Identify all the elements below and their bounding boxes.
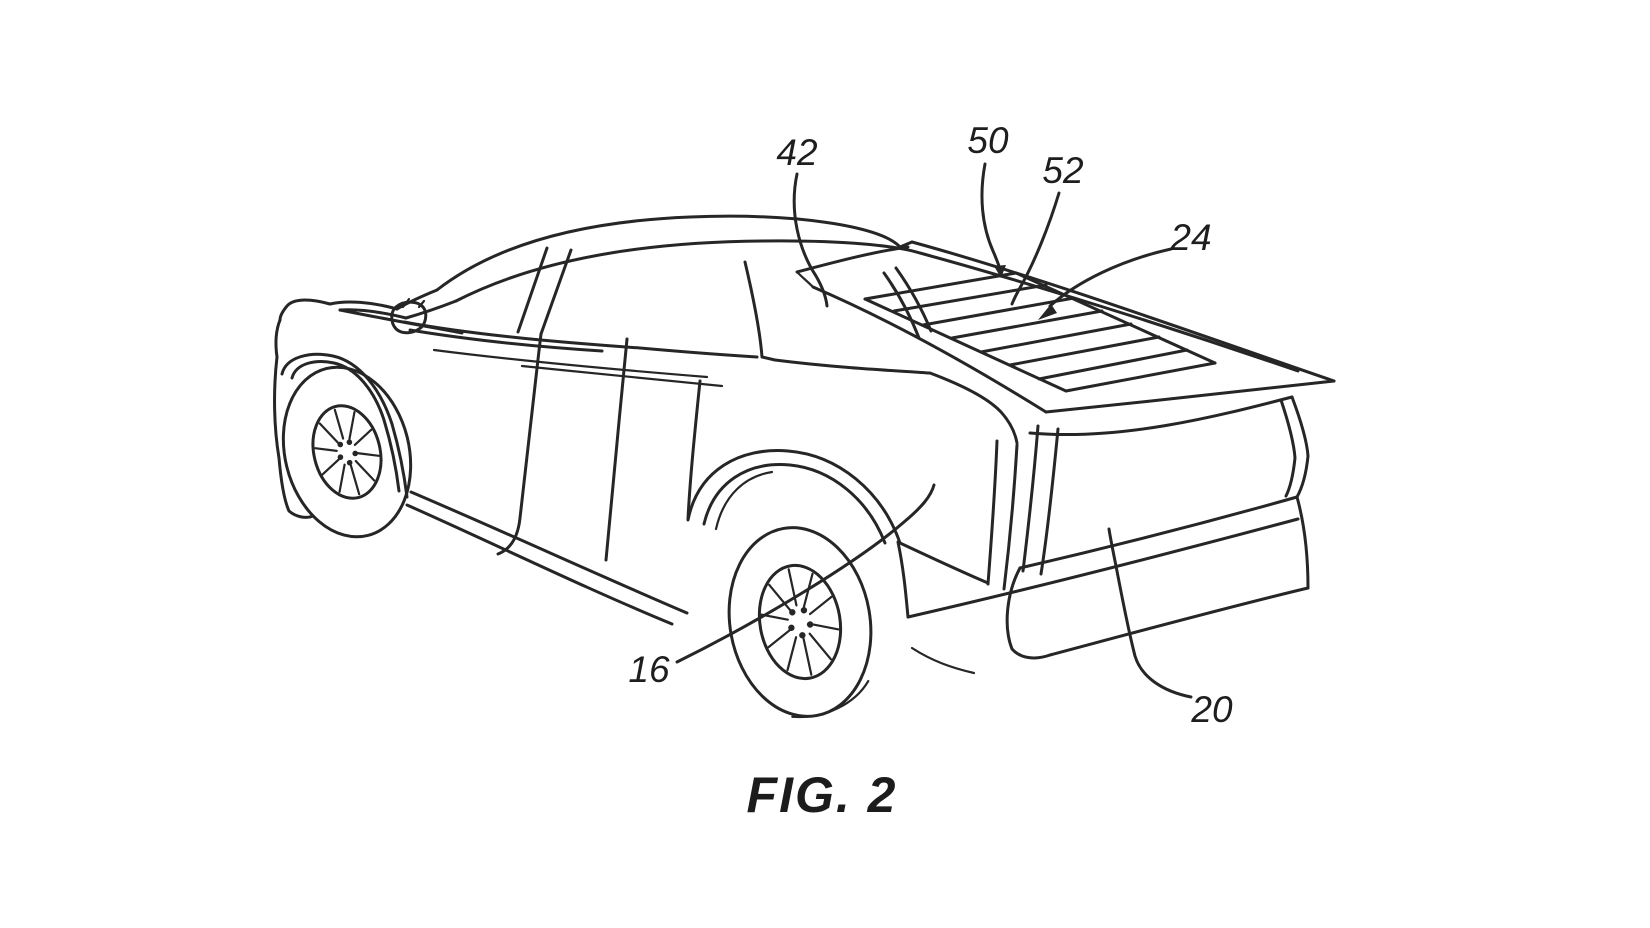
rear-arch-outer	[686, 449, 902, 545]
cover-opening-near	[863, 297, 1068, 393]
b-pillar-front	[516, 246, 549, 334]
leader-line-52	[1010, 191, 1061, 306]
front-fender	[273, 352, 409, 519]
bed-far-rail-inner	[918, 251, 1300, 373]
front-lug-nuts	[337, 439, 358, 466]
bumper-mid-crease	[906, 517, 1300, 619]
c-pillar	[743, 260, 777, 362]
bed-side-top-edge	[773, 358, 1019, 445]
slat-line	[979, 322, 1133, 354]
front-fascia-edge	[273, 355, 315, 519]
tailgate-bottom-seam	[1018, 495, 1299, 570]
taillight-bar-right	[1039, 427, 1060, 576]
bed-tonneau-cover	[773, 240, 1336, 445]
front-wheel-spokes	[314, 408, 380, 496]
front-door-seam	[496, 332, 543, 556]
rocker-upper-line	[409, 490, 689, 615]
reference-numerals: 42 50 52 24 16 20	[628, 120, 1233, 730]
rear-tire-inner-sidewall	[791, 679, 870, 719]
a-pillar-inner	[404, 299, 458, 320]
rear-arch-lip	[702, 463, 887, 545]
slat-line	[950, 309, 1104, 340]
ref-label-16: 16	[628, 649, 670, 690]
leader-line-50	[980, 162, 1002, 271]
ref-label-20: 20	[1190, 689, 1233, 730]
bed-front-rim-edge	[795, 245, 910, 274]
roof-inner-line	[454, 239, 922, 303]
ref-label-50: 50	[967, 120, 1009, 161]
roof-outer-line	[435, 214, 914, 292]
front-arch-outer	[280, 352, 409, 499]
tailgate-top-edge	[1028, 395, 1294, 437]
bed-rear-rim-edge	[1044, 379, 1336, 414]
leader-arrowhead-24	[1038, 304, 1057, 320]
tailgate-right-edge-inner	[1279, 398, 1297, 498]
rear-rim	[757, 563, 843, 681]
front-wheel	[281, 365, 413, 539]
sill-line-lower	[408, 328, 604, 353]
slat-line	[1037, 348, 1189, 381]
ref-label-42: 42	[776, 132, 818, 173]
b-pillar-rear	[539, 248, 573, 336]
mirror-stem	[401, 297, 426, 309]
bumper-under-lip	[910, 646, 976, 675]
figure-caption: FIG. 2	[747, 767, 898, 823]
ref-label-24: 24	[1169, 217, 1211, 258]
sill-line-upper	[402, 320, 759, 359]
quarter-lower-edge	[898, 541, 990, 585]
leader-line-16	[675, 483, 936, 664]
bed-rear-edge-a	[986, 439, 999, 586]
rear-lug-nuts	[788, 607, 814, 639]
doors-beltline	[402, 246, 777, 562]
ref-label-52: 52	[1042, 150, 1084, 191]
cover-opening-rear	[1064, 361, 1217, 393]
cab-roof	[274, 214, 922, 359]
rear-fender	[686, 449, 902, 545]
bed-far-rail-outer	[910, 240, 1336, 383]
cover-opening-far	[1014, 271, 1217, 365]
arch-to-bumper-edge	[896, 540, 910, 619]
leader-line-42	[792, 172, 829, 308]
front-tire	[281, 365, 413, 539]
bumper-left-wrap	[1005, 566, 1052, 660]
front-face-line	[274, 318, 282, 359]
rear-tire	[727, 526, 873, 718]
quarter-door-seam	[686, 379, 702, 521]
backlight-edge-outer	[882, 271, 921, 340]
rocker-lower-line	[405, 503, 674, 626]
leader-lines	[675, 162, 1193, 699]
bumper-right-end	[1295, 495, 1310, 590]
windshield-top-edge	[328, 300, 399, 311]
tailgate-right-edge-outer	[1290, 395, 1310, 499]
slat-line	[921, 296, 1076, 327]
tailgate-rear-fascia	[896, 395, 1310, 675]
bed-near-rim-outer	[811, 285, 1048, 414]
bumper-bottom-edge	[1048, 586, 1310, 657]
cover-opening-front	[863, 271, 1018, 301]
bed-rim-corner	[795, 270, 815, 289]
slat-line	[1008, 335, 1161, 367]
leader-line-20	[1107, 527, 1193, 699]
hood-nose-line	[278, 298, 332, 322]
rear-wheel	[727, 526, 873, 719]
leader-line-24	[1048, 247, 1173, 308]
bed-rear-edge-b	[1002, 443, 1019, 591]
leader-arrowhead-50	[994, 265, 1006, 278]
rear-arch-lip-inner	[714, 470, 774, 531]
taillight-bar-left	[1021, 424, 1040, 573]
front-rim	[311, 404, 383, 500]
front-arch-lip	[290, 360, 401, 493]
a-pillar-outer	[395, 288, 439, 311]
rocker-panel	[405, 490, 689, 626]
rear-door-seam	[604, 337, 629, 562]
cover-slats	[892, 283, 1189, 381]
door-spear-upper	[432, 348, 709, 379]
